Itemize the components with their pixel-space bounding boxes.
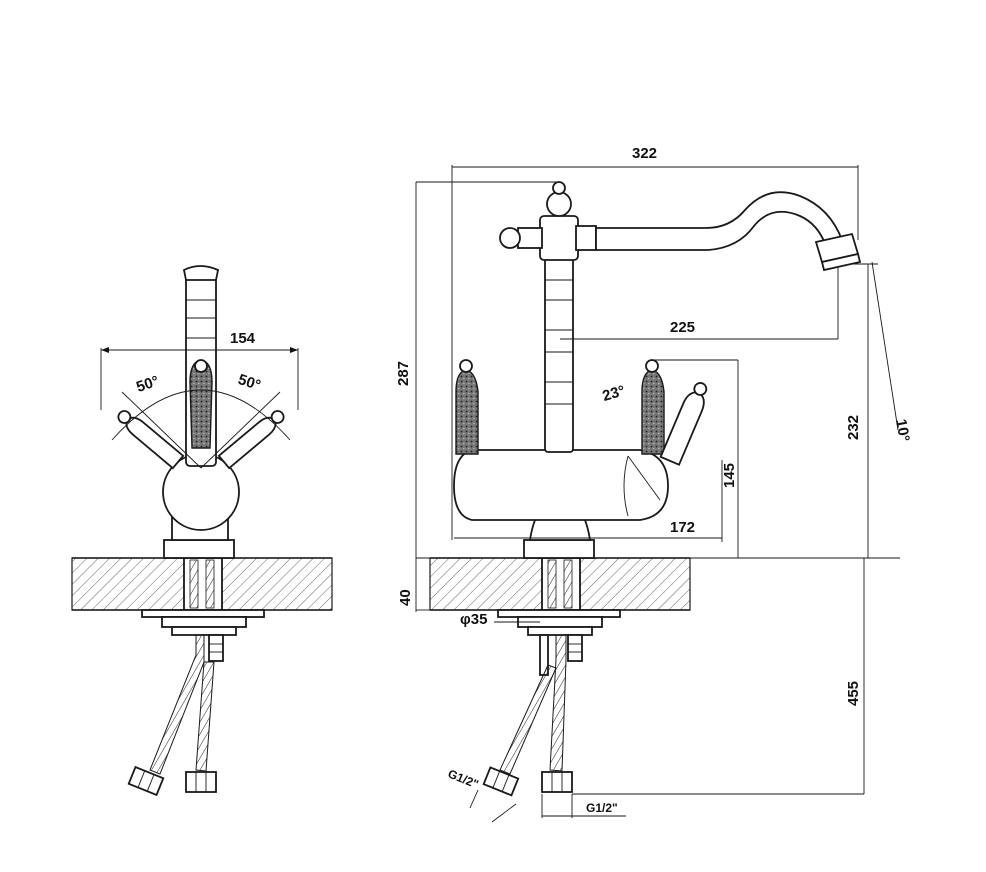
dim-spout-height: 232 [845,415,862,440]
side-view: 322 287 225 232 10° 23° 145 172 40 [395,145,913,823]
front-view: 154 50° 50° [71,265,333,797]
dim-deck-thickness: 40 [397,589,414,606]
dim-thread-left: G1/2" [446,767,481,792]
dim-spout-tilt: 10° [892,418,913,443]
dim-spout-reach: 225 [670,319,695,336]
dim-lever-angle: 23° [601,382,627,405]
dim-hose-length: 455 [845,681,862,706]
dim-angle-right: 50° [236,371,263,394]
dim-angle-left: 50° [134,373,161,396]
dim-width: 154 [230,330,256,347]
countertop-left [71,557,185,611]
dim-overall-reach: 322 [632,145,657,162]
countertop-right [221,557,333,611]
countertop-side-left [429,557,543,611]
dim-height-total: 287 [395,361,412,386]
dim-body-height: 145 [721,463,738,488]
countertop-side-right [579,557,691,611]
dim-body-reach: 172 [670,519,695,536]
dim-thread-right: G1/2" [586,801,618,815]
dim-hole-diameter: φ35 [460,611,487,628]
